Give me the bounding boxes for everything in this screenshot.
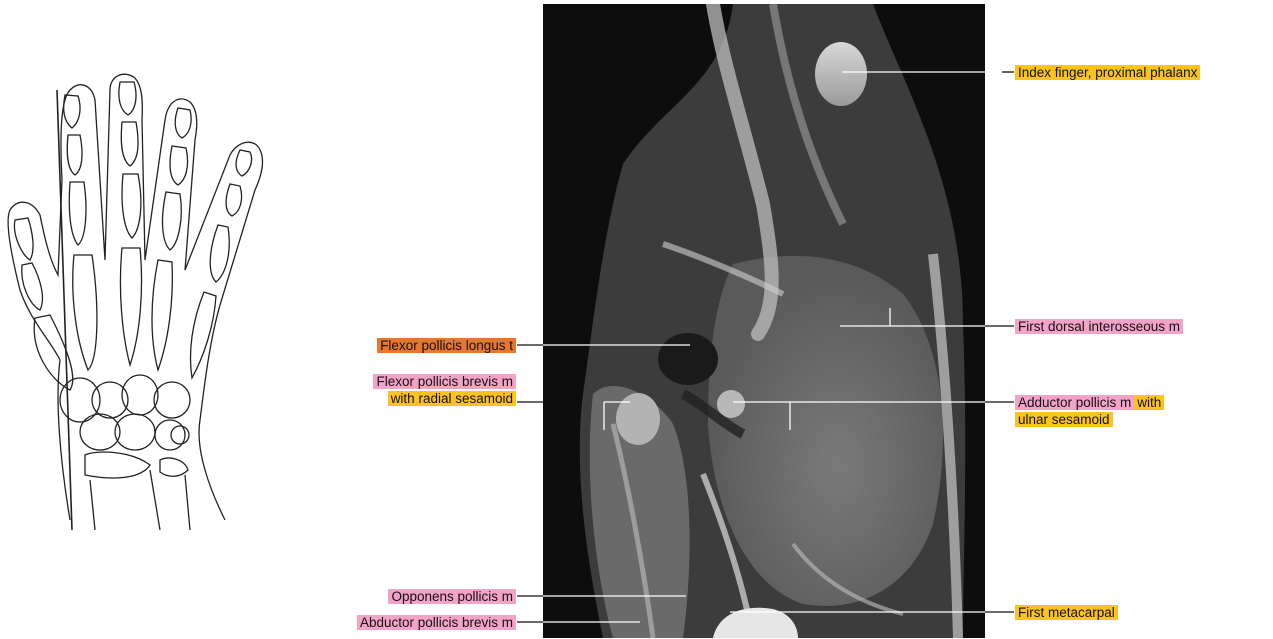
label-flexor-pollicis-brevis: Flexor pollicis brevis m with radial ses… <box>373 373 516 407</box>
label-text: Flexor pollicis longus t <box>377 338 516 353</box>
label-text: Index finger, proximal phalanx <box>1015 65 1200 80</box>
label-flexor-pollicis-longus: Flexor pollicis longus t <box>377 337 516 354</box>
label-text: Flexor pollicis brevis m <box>373 374 516 389</box>
label-opponens-pollicis: Opponens pollicis m <box>388 588 516 605</box>
label-text: Opponens pollicis m <box>388 589 516 604</box>
label-text: with radial sesamoid <box>388 391 516 406</box>
label-text: with <box>1134 395 1164 410</box>
label-first-metacarpal: First metacarpal <box>1015 604 1118 621</box>
label-index-finger-proximal-phalanx: Index finger, proximal phalanx <box>1015 64 1200 81</box>
label-text: Abductor pollicis brevis m <box>357 615 516 630</box>
label-abductor-pollicis-brevis: Abductor pollicis brevis m <box>357 614 516 631</box>
label-first-dorsal-interosseous: First dorsal interosseous m <box>1015 318 1183 335</box>
label-text: Adductor pollicis m <box>1015 395 1134 410</box>
label-text: First metacarpal <box>1015 605 1118 620</box>
label-text: First dorsal interosseous m <box>1015 319 1183 334</box>
label-text: ulnar sesamoid <box>1015 412 1113 427</box>
